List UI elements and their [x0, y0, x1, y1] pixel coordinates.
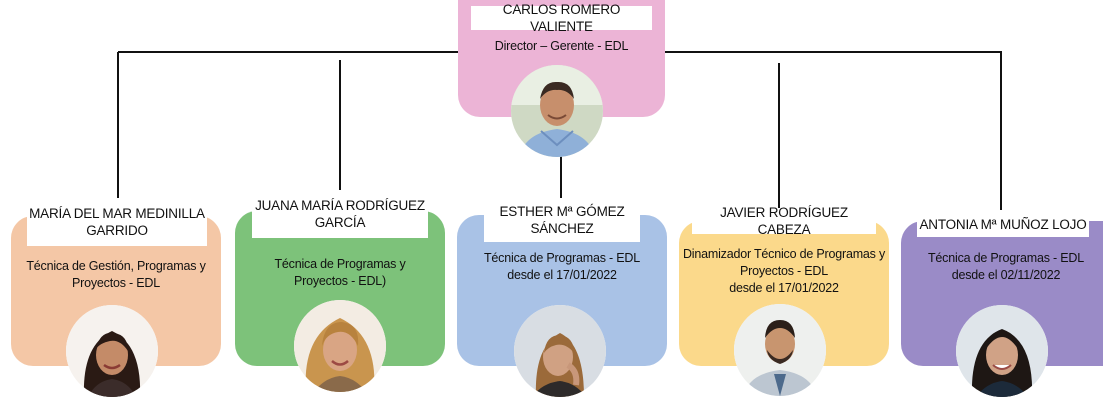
staff-photo-4 [734, 304, 826, 396]
staff-photo-2 [294, 300, 386, 392]
man-portrait-icon [511, 65, 603, 157]
connector-4 [778, 63, 780, 210]
staff-name-5: ANTONIA Mª MUÑOZ LOJO [917, 211, 1089, 237]
director-name: CARLOS ROMERO VALIENTE [471, 2, 652, 34]
director-role: Director – Gerente - EDL [494, 39, 629, 53]
staff-role-3: Técnica de Programas - EDL desde el 17/0… [484, 251, 640, 282]
staff-name-2: JUANA MARÍA RODRÍGUEZ GARCÍA [252, 190, 428, 238]
staff-name-4: JAVIER RODRÍGUEZ CABEZA [692, 205, 876, 237]
connector-3 [560, 150, 562, 200]
staff-role-1: Técnica de Gestión, Programas y Proyecto… [26, 259, 206, 290]
man-portrait-icon [734, 304, 826, 396]
woman-portrait-icon [956, 305, 1048, 397]
staff-photo-1 [66, 305, 158, 397]
woman-portrait-icon [66, 305, 158, 397]
staff-name-1: MARÍA DEL MAR MEDINILLA GARRIDO [27, 198, 207, 246]
staff-role-5: Técnica de Programas - EDL desde el 02/1… [928, 251, 1084, 282]
connector-2 [339, 60, 341, 207]
woman-portrait-icon [294, 300, 386, 392]
connector-5 [1000, 52, 1002, 210]
connector-1 [117, 52, 119, 207]
woman-portrait-icon [514, 305, 606, 397]
director-photo [511, 65, 603, 157]
staff-photo-3 [514, 305, 606, 397]
staff-photo-5 [956, 305, 1048, 397]
staff-role-2: Técnica de Programas y Proyectos - EDL) [274, 257, 406, 288]
staff-role-4: Dinamizador Técnico de Programas y Proye… [682, 247, 886, 295]
staff-name-3: ESTHER Mª GÓMEZ SÁNCHEZ [484, 198, 640, 242]
